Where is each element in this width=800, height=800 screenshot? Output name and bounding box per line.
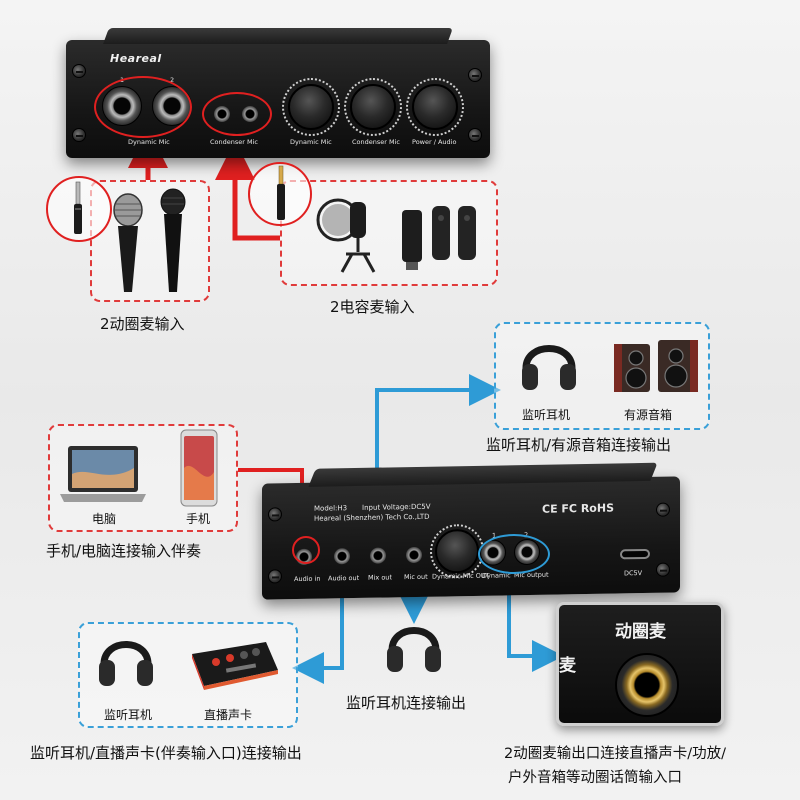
usb-c-port[interactable] (620, 548, 650, 560)
knob-ring (344, 78, 402, 136)
screw (468, 128, 482, 142)
screw (72, 64, 86, 78)
dynamic-mic-knob[interactable] (288, 84, 334, 130)
condenser-mic-icon (316, 198, 376, 273)
phone-label: 手机 (186, 512, 211, 526)
audio-out-jack[interactable] (334, 548, 350, 565)
phone-pc-input-caption: 手机/电脑连接输入伴奏 (46, 542, 202, 560)
headphones-icon (387, 627, 441, 672)
knob-ring (406, 78, 464, 136)
dynamic-output-caption-line2: 户外音箱等动圈话筒输入口 (508, 770, 682, 786)
condenser-input-caption: 2电容麦输入 (330, 298, 415, 316)
wireless-lavalier-icon (402, 206, 476, 270)
knob-condenser-label: Condenser Mic (352, 138, 400, 146)
knob-power-label: Power / Audio (412, 138, 457, 146)
audio-out-arrow (292, 570, 344, 684)
zoom-title: 动圈麦 (615, 622, 666, 642)
mic-out-label: Mic out (404, 572, 428, 582)
zoomed-dynamic-jack-panel: 动圈麦 麦 (556, 602, 724, 726)
screw (468, 68, 482, 82)
computer-label: 电脑 (92, 512, 117, 526)
certifications-label: CE FC RoHS (542, 501, 614, 516)
mic-out-jack[interactable] (406, 546, 422, 564)
screw (656, 562, 670, 577)
audio-out-label: Audio out (328, 573, 360, 583)
audio-in-label: Audio in (294, 574, 321, 584)
dynamic-output-caption-line1: 2动圈麦输出口连接直播声卡/功放/ (504, 746, 726, 762)
zoom-side-char: 麦 (559, 656, 576, 676)
knob-ring (282, 78, 340, 136)
jack-number-2: 2 (170, 76, 175, 84)
headphones-icon (522, 345, 576, 390)
dynamic-output-arrow (507, 575, 564, 672)
dynamic-mic-label: Dynamic Mic (128, 138, 170, 146)
live-soundcard-icon (192, 642, 278, 690)
mix-out-jack[interactable] (370, 547, 386, 564)
handheld-mic-icon (160, 188, 186, 292)
monitor-output-caption: 监听耳机/有源音箱连接输出 (486, 436, 672, 454)
bottom-device: Model:H3 Input Voltage:DC5V Heareal (She… (262, 462, 680, 600)
dynamic-jacks-highlight (94, 76, 192, 138)
active-speakers-label: 有源音箱 (624, 408, 673, 422)
monitor-soundcard-caption: 监听耳机/直播声卡(伴奏输入口)连接输出 (30, 744, 302, 762)
headphones-icon (99, 641, 153, 686)
live-soundcard-label: 直播声卡 (204, 708, 253, 722)
dynamic-mic-icon (113, 193, 143, 292)
condenser-jacks-highlight (202, 92, 272, 136)
screw (72, 128, 86, 142)
minijack-plug-icon (277, 165, 285, 220)
active-speakers-icon (614, 340, 698, 392)
laptop-icon (60, 446, 146, 502)
phone-icon (180, 429, 218, 507)
audio-in-highlight (292, 536, 320, 564)
dynamic-input-caption: 2动圈麦输入 (100, 315, 185, 333)
mix-out-label: Mix out (368, 573, 392, 582)
model-label: Model:H3 (314, 504, 348, 513)
dc5v-label: DC5V (624, 569, 643, 578)
knob-dynamic-label: Dynamic Mic (290, 138, 332, 146)
power-audio-knob[interactable] (412, 84, 458, 130)
screw (268, 507, 282, 522)
brand-logo: Heareal (110, 52, 162, 65)
top-device: Heareal 1 2 Dynamic Mic Condenser Mic Dy… (66, 28, 490, 158)
condenser-mic-knob[interactable] (350, 84, 396, 130)
screw (268, 569, 282, 584)
top-device-face (103, 28, 453, 44)
condenser-mic-label: Condenser Mic (210, 138, 258, 146)
company-label: Heareal (Shenzhen) Tech Co.,LTD (314, 512, 430, 523)
monitor-headphone-caption: 监听耳机连接输出 (346, 694, 467, 712)
headphones-label: 监听耳机 (104, 708, 153, 722)
input-voltage-label: Input Voltage:DC5V (362, 502, 431, 512)
dynamic-mic-out-label: Dynamic Mic OUT (432, 571, 490, 581)
condenser-mic-arrow (215, 140, 280, 241)
zoomed-jack (615, 653, 679, 717)
dynamic-output-highlight (478, 534, 550, 574)
screw (656, 502, 670, 517)
headphones-label: 监听耳机 (522, 408, 571, 422)
quarter-inch-plug-icon (74, 181, 82, 234)
